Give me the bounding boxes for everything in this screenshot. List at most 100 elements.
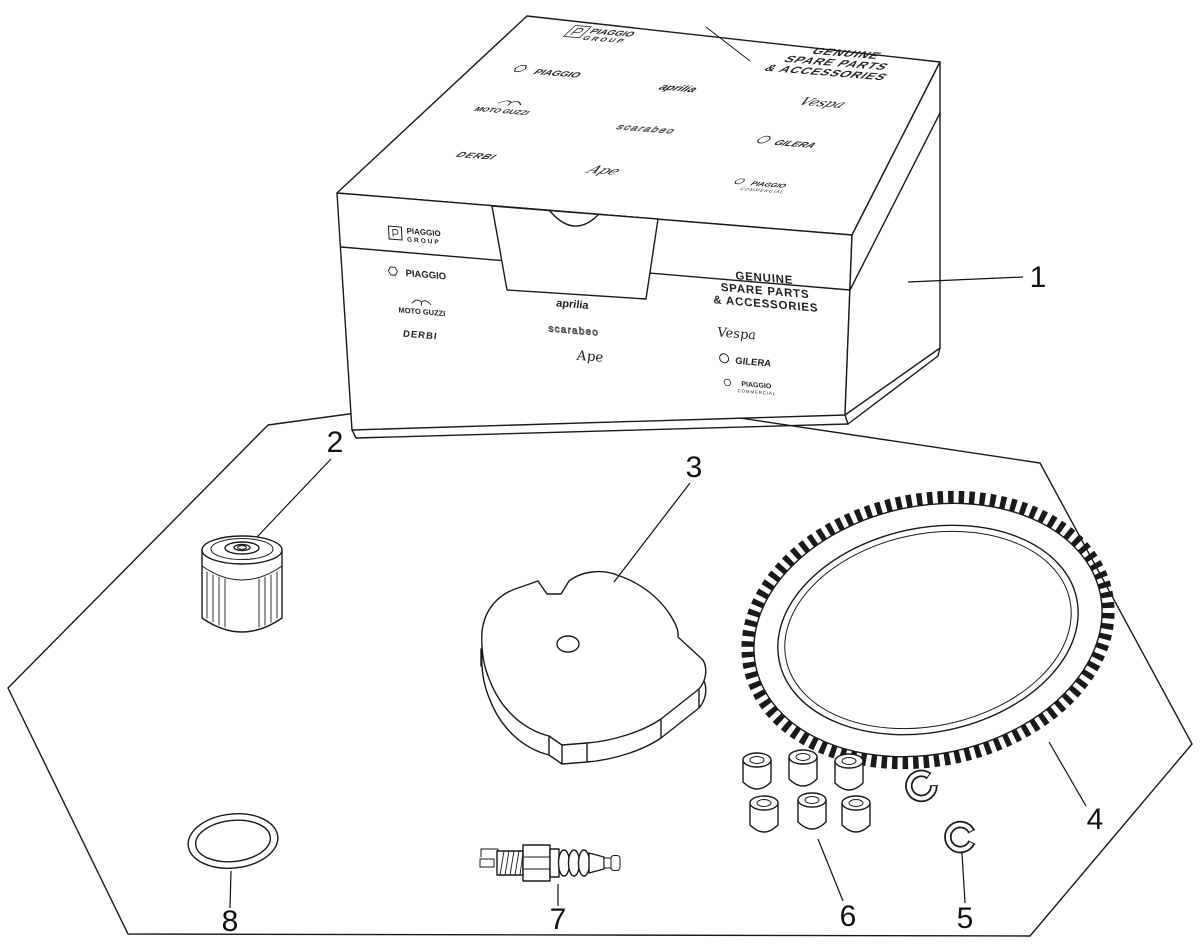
circle-icon: [719, 353, 730, 364]
hex-nut: [522, 844, 551, 882]
oil-filter[interactable]: [201, 535, 283, 633]
brand-text: MOTO GUZZI: [398, 305, 445, 318]
box-bottom-rim-right: [844, 347, 941, 425]
callout-number-8[interactable]: 8: [222, 905, 239, 938]
group-logo-line1: PIAGGIO: [406, 226, 441, 238]
callout-line-5: [961, 852, 966, 904]
spare-parts-box[interactable]: PIAGGIO GROUP GENUINE SPARE PARTS & ACCE…: [336, 15, 941, 439]
belt-inner-wall: [784, 530, 1072, 730]
hexagon-icon: [734, 178, 745, 185]
drive-belt[interactable]: [723, 465, 1133, 795]
brand-text: aprilia: [656, 82, 702, 94]
terminal-stud: [603, 857, 612, 869]
roller-weights[interactable]: [742, 749, 871, 833]
brand-text-line2: COMMERCIAL: [738, 187, 786, 195]
air-filter[interactable]: [480, 570, 707, 765]
piaggio-group-logo-front: PIAGGIO GROUP: [387, 225, 441, 246]
callout-1: 1: [907, 261, 1047, 294]
brand-text: Vespa: [795, 96, 850, 110]
callout-number-2[interactable]: 2: [327, 426, 344, 459]
callout-line-2: [256, 458, 332, 538]
belt-inner-edge: [777, 524, 1079, 736]
group-logo-line1: PIAGGIO: [586, 28, 637, 39]
air-filter-center-hole: [556, 635, 580, 653]
filter-body: [201, 549, 283, 633]
roller-weight: [742, 752, 772, 790]
lid-skirt-right: [849, 112, 941, 291]
callout-line-8: [229, 870, 232, 909]
moto-guzzi-logo-front: MOTO GUZZI: [398, 299, 446, 318]
group-logo-line2: GROUP: [407, 236, 441, 246]
filter-flutes: [206, 571, 278, 628]
o-ring[interactable]: [185, 809, 280, 872]
callout-4: 4: [1048, 741, 1104, 836]
brand-text: DERBI: [403, 329, 438, 343]
group-logo-line2: GROUP: [580, 35, 628, 45]
callout-3: 3: [613, 451, 703, 583]
callout-line-3: [613, 482, 691, 583]
insulator-rib: [577, 849, 591, 877]
piaggio-logo-front: PIAGGIO: [387, 266, 446, 282]
brand-text: GILERA: [771, 139, 819, 150]
piaggio-group-mark-frame: [387, 225, 403, 241]
derbi-logo-front: DERBI: [403, 329, 438, 343]
hexagon-icon: [387, 266, 398, 276]
hexagon-icon: [514, 64, 527, 73]
aprilia-logo-front: aprilia: [556, 297, 589, 312]
tagline-line1: GENUINE: [808, 45, 885, 61]
spring-clip: [905, 769, 939, 803]
lid-corner-crease: [705, 26, 751, 62]
center-electrode: [479, 858, 495, 868]
circle-icon: [757, 135, 771, 144]
callout-number-4[interactable]: 4: [1087, 803, 1104, 836]
gilera-logo-lid: GILERA: [757, 135, 819, 150]
piaggio-group-mark-icon: [392, 228, 399, 237]
callout-number-3[interactable]: 3: [686, 451, 703, 484]
spring-clips[interactable]: [905, 769, 978, 854]
piaggio-group-logo-lid: PIAGGIO GROUP: [562, 25, 637, 45]
derbi-logo-lid: DERBI: [453, 151, 499, 162]
belt-teeth: [741, 490, 1115, 770]
filter-thread-hole: [233, 543, 251, 552]
brand-text: scarabeo: [548, 324, 599, 339]
spark-plug[interactable]: [479, 844, 621, 882]
piaggio-logo-lid: PIAGGIO: [514, 64, 584, 80]
lid-thumb-notch: [548, 209, 600, 227]
brand-text-line1: PIAGGIO: [748, 180, 789, 189]
callout-number-1[interactable]: 1: [1030, 261, 1047, 294]
scarabeo-logo-front: scarabeo: [548, 323, 600, 339]
callout-number-7[interactable]: 7: [550, 903, 567, 936]
spring-clip: [944, 820, 976, 854]
lid-tuck-flap: [491, 205, 659, 300]
brand-text: Ape: [574, 348, 603, 366]
callout-number-6[interactable]: 6: [840, 900, 857, 933]
ape-logo-lid: Ape: [581, 163, 625, 178]
roller-weight: [788, 749, 818, 787]
filter-top-inner-rim: [210, 538, 274, 560]
eagle-icon: [497, 100, 522, 106]
callout-number-5[interactable]: 5: [957, 902, 974, 935]
filter-boss: [224, 541, 260, 555]
piaggio-commercial-logo-lid: PIAGGIO COMMERCIAL: [734, 178, 789, 195]
brand-text: aprilia: [556, 297, 589, 312]
roller-weight: [834, 753, 864, 791]
callout-line-1: [907, 276, 1024, 283]
brand-text: Ape: [581, 163, 625, 178]
filter-crimp-seam: [201, 565, 283, 581]
thread-section: [496, 850, 524, 876]
filter-thread-hole-inner: [237, 545, 247, 550]
moto-guzzi-logo-lid: MOTO GUZZI: [472, 100, 532, 116]
brand-text: DERBI: [453, 151, 499, 162]
piaggio-group-mark-icon: [570, 27, 584, 35]
callout-line-4: [1048, 741, 1087, 807]
box-bottom-rim-front: [351, 423, 849, 439]
o-ring-outer: [187, 813, 279, 869]
brand-text: PIAGGIO: [530, 68, 584, 80]
o-ring-inner: [194, 819, 272, 863]
box-front-artwork: PIAGGIO GROUP PIAGGIO MOTO GUZZI aprilia…: [387, 225, 819, 396]
callout-7: 7: [550, 884, 567, 936]
vespa-logo-lid: Vespa: [795, 96, 850, 110]
brand-text: MOTO GUZZI: [472, 105, 532, 116]
